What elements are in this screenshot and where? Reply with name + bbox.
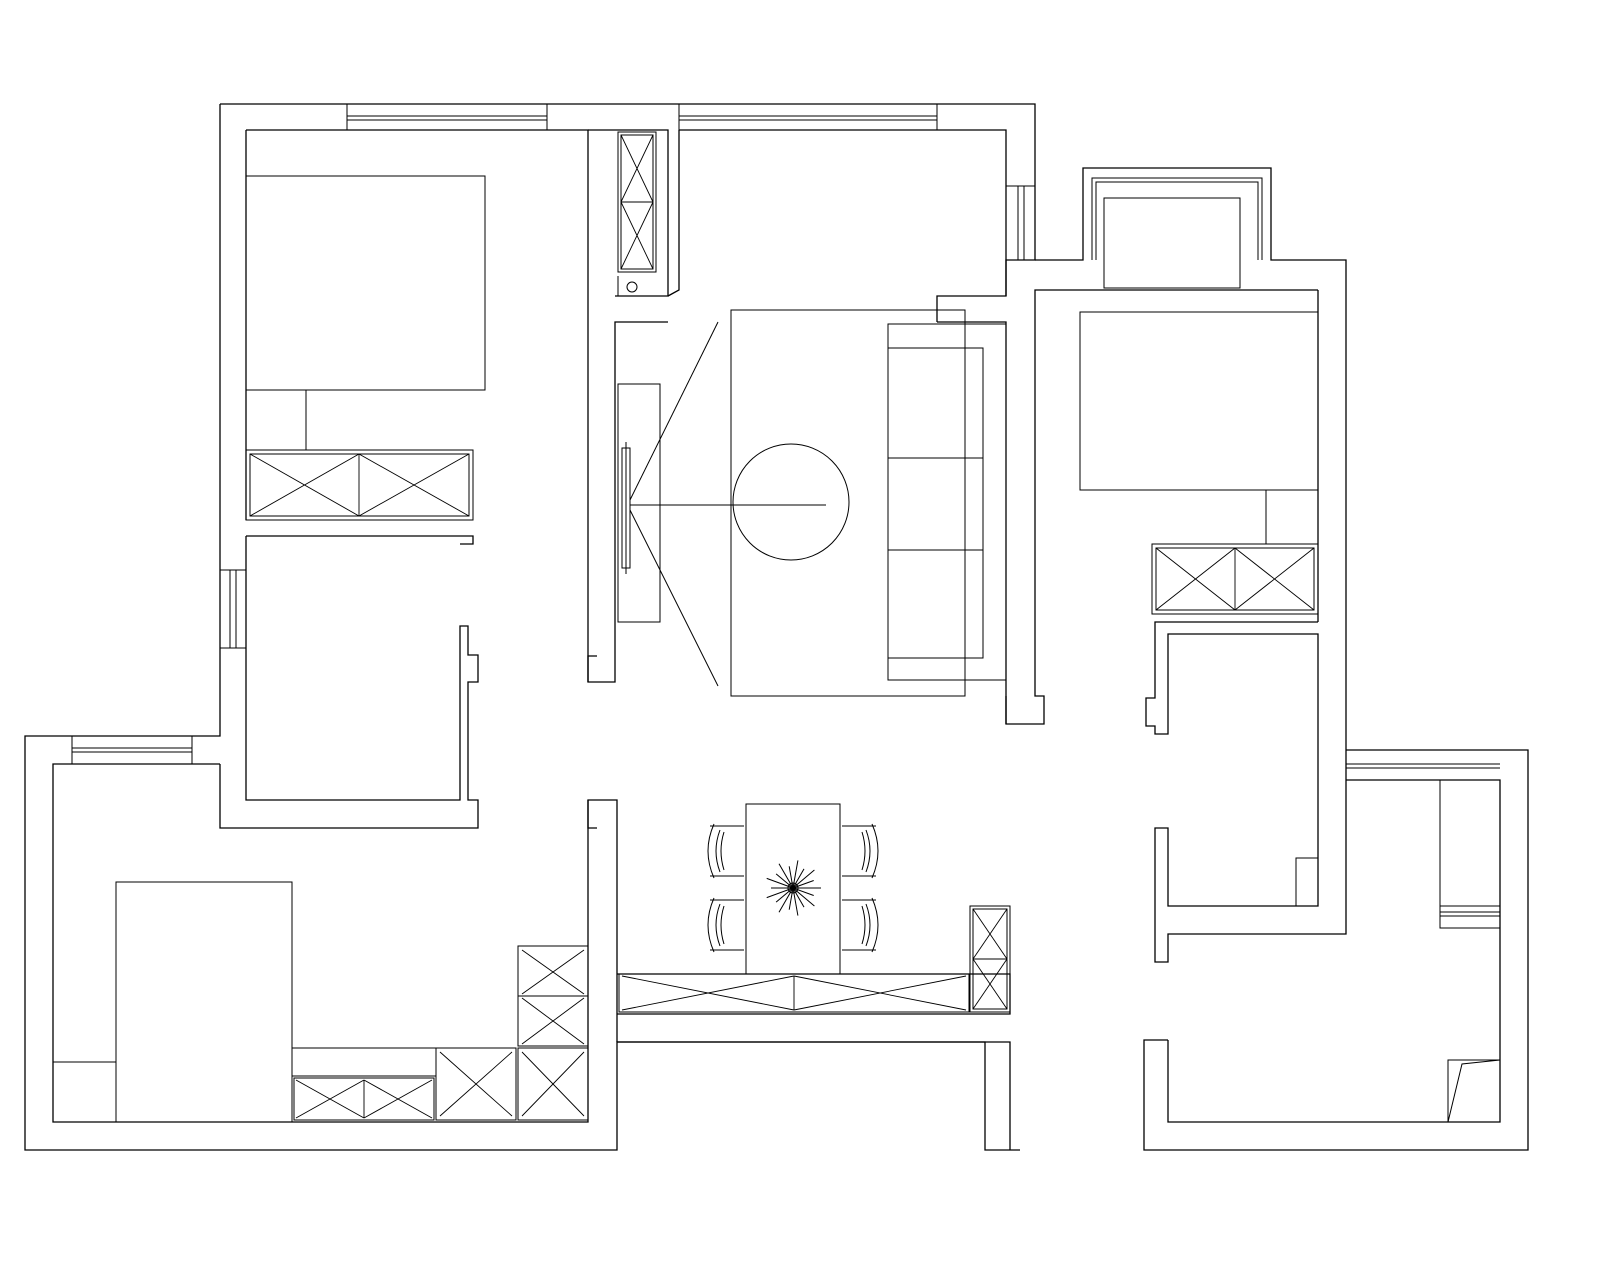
bedroom-upper-left: [220, 104, 1035, 682]
dining-area: [617, 804, 1010, 1150]
tv-cabinet-icon: [618, 322, 826, 686]
window-icon: [347, 104, 547, 130]
wardrobe-icon: [246, 450, 473, 520]
closet-right: [1296, 858, 1318, 906]
storage-cabinet-icon: [436, 1048, 516, 1120]
storage-cabinet-icon: [970, 906, 1010, 1012]
dining-chair-icon: [708, 898, 744, 952]
window-icon: [1006, 186, 1035, 260]
round-coffee-table-icon: [733, 444, 849, 560]
window-icon: [220, 570, 246, 648]
inner-wall: [246, 130, 668, 682]
window-icon: [1083, 168, 1271, 288]
dining-table-icon: [746, 804, 840, 974]
window-icon: [1440, 780, 1500, 928]
storage-cabinet-icon: [294, 1078, 434, 1120]
double-bed-icon: [1080, 312, 1318, 490]
double-bed-icon: [246, 176, 485, 390]
flower-center: [788, 883, 798, 893]
dining-chair-icon: [842, 898, 878, 952]
flower-petal: [789, 866, 793, 888]
sofa-icon: [888, 324, 1006, 680]
flower-petal: [793, 888, 804, 907]
storage-cabinet-icon: [618, 132, 656, 296]
window-icon: [679, 104, 937, 130]
storage-cabinet-icon: [1448, 1060, 1500, 1122]
storage-cabinet-icon: [518, 1048, 588, 1120]
corridor: [588, 656, 1006, 724]
living-room: [588, 104, 1318, 724]
flower-petal: [767, 878, 793, 888]
bedroom-lower-left: [53, 736, 617, 1122]
flower-petal: [793, 881, 814, 889]
dining-chair-icon: [708, 824, 744, 878]
flower-petal: [793, 869, 804, 888]
storage-cabinet-icon: [518, 946, 588, 1046]
storage-cabinet-icon: [619, 974, 969, 1012]
dining-chair-icon: [842, 824, 878, 878]
flower-petal: [793, 888, 814, 896]
flower-petal: [767, 888, 793, 898]
balcony-lower-right: [1144, 750, 1528, 1150]
wardrobe-icon: [1152, 544, 1318, 614]
bedroom-upper-right: [1035, 168, 1346, 962]
flower-petal: [789, 888, 793, 910]
flower-centerpiece-icon: [767, 860, 821, 915]
rug: [731, 310, 965, 696]
flower-petal: [776, 888, 793, 902]
window-icon: [72, 736, 192, 764]
flower-petal: [776, 874, 793, 888]
double-bed-icon: [116, 882, 292, 1122]
